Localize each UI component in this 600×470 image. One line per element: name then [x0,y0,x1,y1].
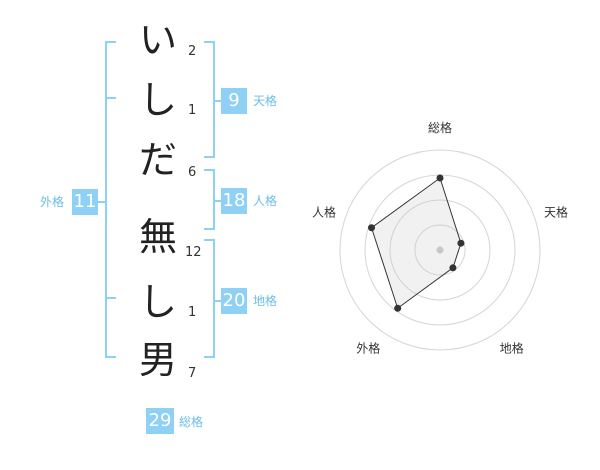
radar-point-2 [457,239,465,247]
gaikaku-label: 外格 [40,195,65,209]
radar-axis-label-3: 地格 [500,341,524,356]
name-char-2: し [138,78,177,122]
chikaku-bracket [204,239,215,358]
stroke-count-5: 1 [188,305,197,320]
name-char-4: 無 [138,215,177,259]
radar-point-1 [436,174,444,182]
outer-bracket [105,41,116,358]
stroke-count-3: 6 [188,165,197,180]
tenkaku-badge: 9 [221,88,247,114]
radar-point-4 [394,304,402,312]
jinkaku-label: 人格 [253,194,278,208]
name-char-1: い [138,18,177,62]
tenkaku-bracket [204,41,215,158]
stroke-count-4: 12 [185,245,202,260]
soukaku-badge: 29 [146,408,174,434]
gaikaku-badge: 11 [72,189,98,215]
jinkaku-badge: 18 [221,188,247,214]
radar-axis-label-2: 天格 [544,204,568,219]
name-char-5: し [138,280,177,324]
tenkaku-label: 天格 [253,94,278,108]
name-char-6: 男 [138,338,177,382]
soukaku-label: 総格 [179,415,204,429]
radar-ring-2 [389,199,491,301]
radar-ring-1 [414,224,466,276]
radar-series-polygon [370,177,462,310]
radar-center-dot [436,246,444,254]
chikaku-badge: 20 [221,288,247,314]
radar-axis-label-1: 総格 [428,120,452,135]
radar-axis-label-5: 人格 [312,204,336,219]
radar-axis-label-4: 外格 [356,341,380,356]
name-char-3: だ [138,138,177,182]
radar-point-3 [449,264,457,272]
chikaku-label: 地格 [253,294,278,308]
stroke-count-6: 7 [188,366,197,381]
radar-point-5 [368,224,376,232]
stroke-count-2: 1 [188,103,197,118]
jinkaku-bracket [204,169,215,230]
stroke-count-1: 2 [188,44,197,59]
